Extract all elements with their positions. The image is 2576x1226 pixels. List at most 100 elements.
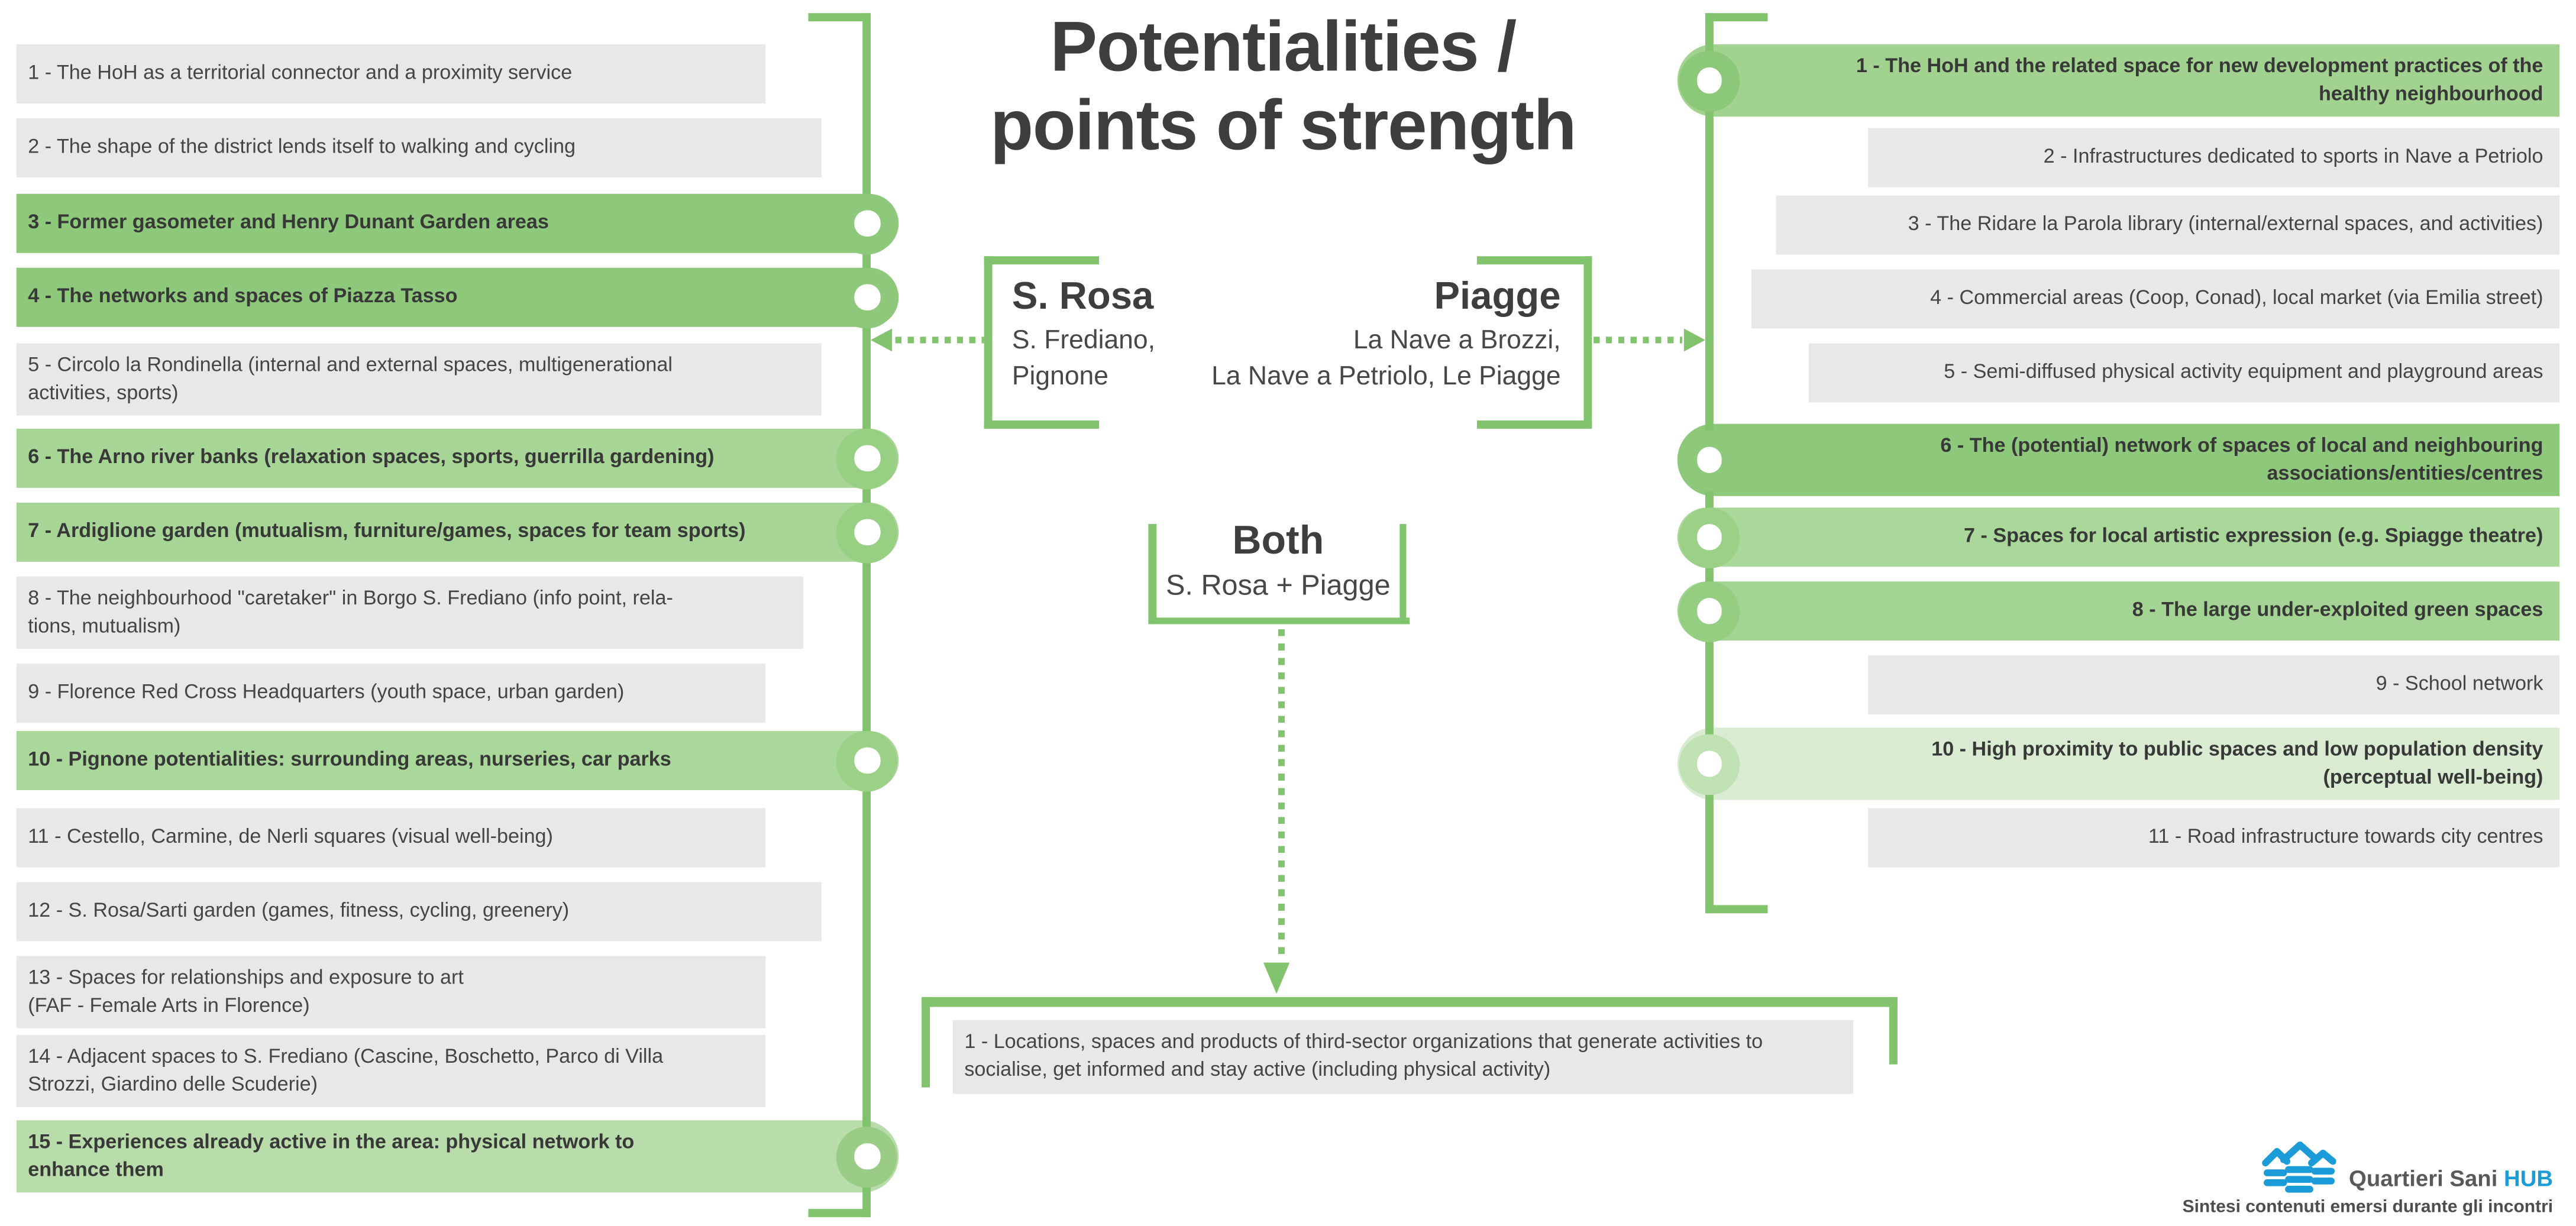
- list-item: 8 - The large under-exploited green spac…: [1676, 580, 2560, 642]
- item-label: 4 - The networks and spaces of Piazza Ta…: [28, 284, 458, 308]
- connector-node-icon: [1678, 429, 1740, 491]
- left-rail-top-cap: [808, 13, 871, 21]
- item-label: 13 - Spaces for relationships and exposu…: [28, 965, 464, 1017]
- item-label: 9 - Florence Red Cross Headquarters (you…: [28, 680, 625, 704]
- item-label: 11 - Road infrastructure towards city ce…: [2148, 825, 2543, 849]
- item-label: 2 - Infrastructures dedicated to sports …: [2043, 145, 2543, 169]
- item-label: 1 - The HoH as a territorial connector a…: [28, 61, 573, 85]
- item-label: 9 - School network: [2375, 672, 2543, 696]
- list-item: 4 - The networks and spaces of Piazza Ta…: [16, 267, 898, 328]
- connector-node-hole: [1696, 67, 1722, 93]
- srosa-group-desc: S. Frediano, Pignone: [1012, 324, 1155, 396]
- connector-node-icon: [836, 428, 898, 489]
- piagge-bracket-vertical: [1583, 257, 1592, 429]
- page-title-line2: points of strength: [990, 87, 1576, 166]
- bottom-bracket-left-leg: [922, 997, 930, 1088]
- item-label: 6 - The (potential) network of spaces of…: [1940, 433, 2543, 485]
- srosa-dotted-line: [894, 337, 984, 344]
- item-label: 6 - The Arno river banks (relaxation spa…: [28, 445, 715, 469]
- list-item: 1 - The HoH and the related space for ne…: [1676, 44, 2560, 117]
- connector-node-hole: [1696, 447, 1722, 473]
- bottom-bracket-right-leg: [1889, 997, 1898, 1065]
- connector-node-icon: [836, 193, 898, 254]
- logo-subtitle: Sintesi contenuti emersi durante gli inc…: [2182, 1196, 2554, 1217]
- item-label: 12 - S. Rosa/Sarti garden (games, fitnes…: [28, 899, 570, 923]
- srosa-bracket-bottom: [984, 421, 1100, 429]
- connector-node-icon: [1678, 733, 1740, 794]
- both-box-left-border: [1148, 523, 1156, 625]
- item-label: 3 - Former gasometer and Henry Dunant Ga…: [28, 211, 549, 234]
- list-item: 10 - High proximity to public spaces and…: [1676, 727, 2560, 800]
- list-item: 7 - Ardiglione garden (mutualism, furnit…: [16, 502, 898, 563]
- list-item: 3 - Former gasometer and Henry Dunant Ga…: [16, 193, 898, 254]
- connector-node-hole: [1696, 598, 1722, 624]
- connector-node-icon: [1678, 580, 1740, 642]
- item-label: 15 - Experiences already active in the a…: [28, 1130, 635, 1181]
- list-item: 8 - The neighbourhood "caretaker" in Bor…: [16, 576, 804, 649]
- piagge-bracket-bottom: [1476, 421, 1592, 429]
- list-item: 11 - Cestello, Carmine, de Nerli squares…: [16, 808, 766, 868]
- list-item: 7 - Spaces for local artistic expression…: [1676, 506, 2560, 568]
- piagge-desc-line2: La Nave a Petriolo, Le Piagge: [1211, 363, 1561, 392]
- connector-node-hole: [854, 1143, 880, 1169]
- connector-node-hole: [854, 445, 880, 471]
- both-box-right-border: [1399, 523, 1407, 625]
- connector-node-icon: [836, 267, 898, 328]
- list-item: 2 - The shape of the district lends itse…: [16, 118, 822, 177]
- list-item: 3 - The Ridare la Parola library (intern…: [1776, 195, 2560, 255]
- bottom-bracket-bar: [922, 997, 1898, 1007]
- item-label: 8 - The neighbourhood "caretaker" in Bor…: [28, 585, 673, 638]
- connector-node-hole: [854, 211, 880, 237]
- right-rail-bottom-cap: [1705, 905, 1768, 914]
- item-label: 14 - Adjacent spaces to S. Frediano (Cas…: [28, 1044, 664, 1096]
- connector-node-hole: [1696, 524, 1722, 550]
- connector-node-icon: [836, 502, 898, 563]
- list-item: 13 - Spaces for relationships and exposu…: [16, 956, 766, 1028]
- connector-node-icon: [1678, 50, 1740, 111]
- list-item: 5 - Semi-diffused physical activity equi…: [1808, 343, 2560, 403]
- piagge-group-name: Piagge: [1434, 274, 1561, 318]
- srosa-bracket-vertical: [984, 257, 993, 429]
- connector-node-hole: [1696, 751, 1722, 777]
- list-item: 10 - Pignone potentialities: surrounding…: [16, 730, 898, 791]
- piagge-group-desc: La Nave a Brozzi, La Nave a Petriolo, Le…: [1150, 324, 1560, 396]
- list-item: 9 - Florence Red Cross Headquarters (you…: [16, 664, 766, 723]
- connector-node-icon: [1678, 506, 1740, 568]
- list-item: 14 - Adjacent spaces to S. Frediano (Cas…: [16, 1034, 766, 1107]
- item-label: 5 - Circolo la Rondinella (internal and …: [28, 352, 673, 405]
- list-item: 4 - Commercial areas (Coop, Conad), loca…: [1751, 269, 2560, 329]
- item-label: 10 - High proximity to public spaces and…: [1931, 737, 2543, 789]
- item-label: 4 - Commercial areas (Coop, Conad), loca…: [1930, 286, 2543, 310]
- item-label: 7 - Spaces for local artistic expression…: [1964, 525, 2543, 548]
- item-label: 1 - Locations, spaces and products of th…: [964, 1030, 1763, 1082]
- item-label: 5 - Semi-diffused physical activity equi…: [1944, 360, 2543, 384]
- srosa-group-name: S. Rosa: [1011, 274, 1154, 318]
- item-label: 8 - The large under-exploited green spac…: [2132, 599, 2543, 622]
- list-item: 1 - Locations, spaces and products of th…: [952, 1019, 1853, 1094]
- item-label: 7 - Ardiglione garden (mutualism, furnit…: [28, 519, 746, 543]
- connector-node-icon: [836, 1125, 898, 1187]
- both-dotted-line-down: [1277, 629, 1285, 960]
- both-group-subtitle: S. Rosa + Piagge: [1166, 568, 1391, 601]
- page-title-line1: Potentialities /: [1050, 8, 1517, 88]
- logo-roofs-icon: [2262, 1141, 2336, 1193]
- item-label: 10 - Pignone potentialities: surrounding…: [28, 748, 671, 771]
- left-rail-bottom-cap: [808, 1209, 871, 1218]
- list-item: 9 - School network: [1867, 655, 2560, 715]
- srosa-bracket-top: [984, 257, 1100, 265]
- srosa-desc-line1: S. Frediano,: [1011, 326, 1155, 355]
- right-rail-top-cap: [1705, 13, 1768, 21]
- both-group-name: Both: [1232, 519, 1324, 564]
- both-box-bottom-border: [1148, 617, 1409, 625]
- page-title: Potentialities / points of strength: [820, 8, 1746, 166]
- logo-title: Quartieri Sani HUB: [2060, 1166, 2553, 1191]
- list-item: 5 - Circolo la Rondinella (internal and …: [16, 343, 822, 416]
- piagge-bracket-top: [1476, 257, 1592, 265]
- list-item: 2 - Infrastructures dedicated to sports …: [1867, 128, 2560, 187]
- connector-node-hole: [854, 748, 880, 774]
- list-item: 6 - The Arno river banks (relaxation spa…: [16, 428, 898, 489]
- logo-hub: HUB: [2504, 1166, 2554, 1191]
- piagge-dotted-line: [1594, 337, 1683, 344]
- srosa-desc-line2: Pignone: [1011, 363, 1108, 392]
